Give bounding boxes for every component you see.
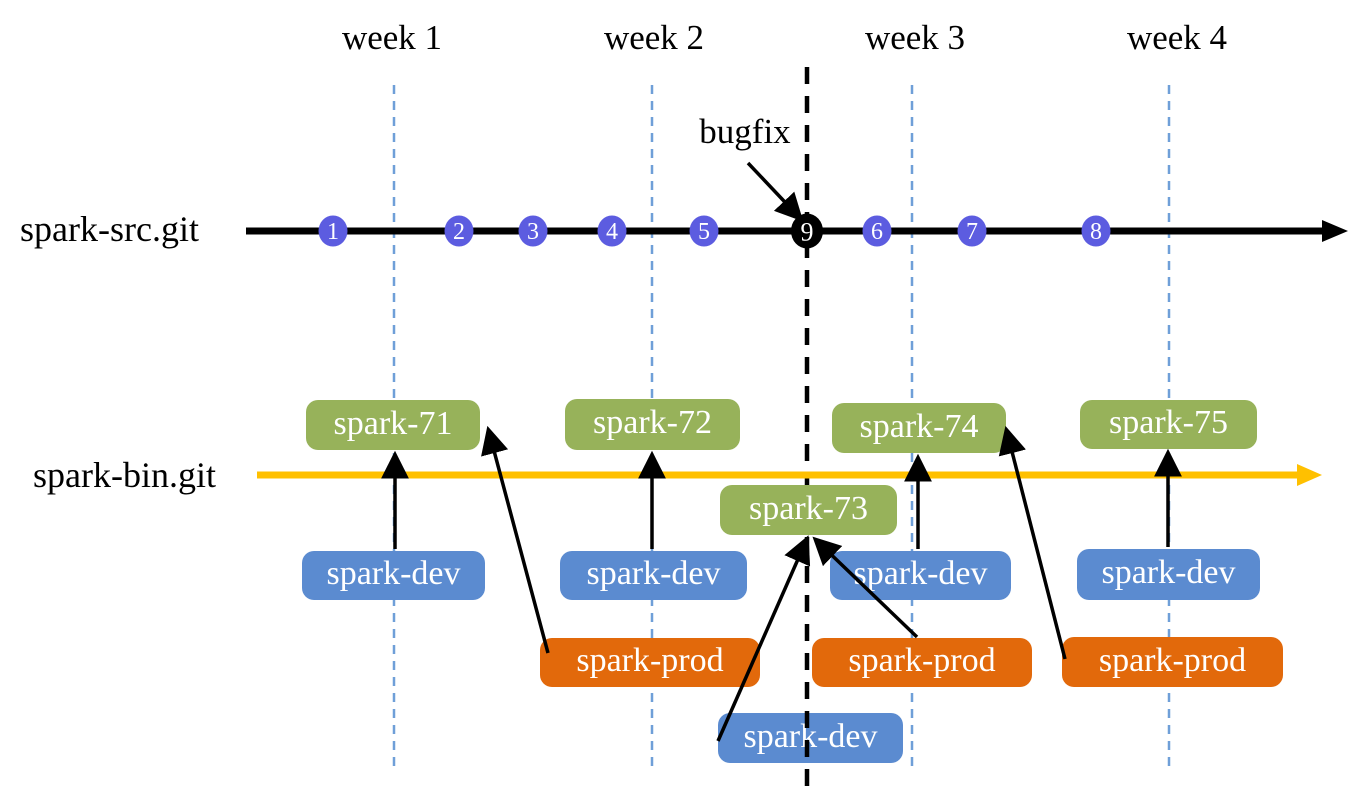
svg-text:9: 9 [801, 218, 814, 247]
dev-box-dev-week1: spark-dev [302, 551, 485, 600]
commit-node: 8 [1081, 215, 1111, 247]
commit-node: 2 [444, 215, 474, 247]
svg-text:7: 7 [966, 219, 978, 245]
dev-box-dev-week2: spark-dev [560, 551, 747, 600]
release-box-release-spark-74: spark-74 [832, 403, 1006, 453]
svg-text:5: 5 [698, 219, 710, 245]
week-label: week 1 [341, 18, 443, 57]
commit-node: 1 [318, 215, 348, 247]
bin-timeline-arrowhead [1297, 464, 1322, 486]
svg-text:6: 6 [871, 219, 883, 245]
bugfix-commit-node: 9 [791, 213, 823, 249]
release-box-release-spark-72: spark-72 [565, 399, 740, 450]
src-timeline-arrowhead [1322, 220, 1348, 242]
prod-box-prod-week4: spark-prod [1062, 637, 1283, 687]
commit-node: 5 [689, 215, 719, 247]
dev-box-dev-bugfix: spark-dev [718, 713, 903, 763]
spark-bin-repo-label: spark-bin.git [33, 455, 216, 495]
bugfix-callout-arrow [746, 161, 804, 222]
svg-text:2: 2 [453, 219, 465, 245]
dev-box-dev-week3: spark-dev [830, 551, 1011, 600]
svg-text:1: 1 [327, 219, 339, 245]
prod-box-prod-week1: spark-prod [540, 638, 760, 687]
svg-text:3: 3 [527, 219, 539, 245]
release-box-release-spark-75: spark-75 [1080, 400, 1257, 449]
svg-text:8: 8 [1090, 219, 1102, 245]
commit-node: 6 [862, 215, 892, 247]
prod-box-prod-week3: spark-prod [812, 638, 1032, 687]
week-label: week 2 [603, 18, 705, 57]
week-label: week 4 [1126, 18, 1228, 57]
week-label: week 3 [864, 18, 966, 57]
commit-node: 4 [597, 215, 627, 247]
commit-node: 7 [957, 215, 987, 247]
spark-src-repo-label: spark-src.git [20, 209, 199, 249]
release-box-release-spark-71: spark-71 [306, 400, 480, 450]
release-box-release-spark-73: spark-73 [720, 485, 897, 535]
dev-box-dev-week4: spark-dev [1077, 549, 1260, 600]
svg-text:4: 4 [606, 219, 618, 245]
commit-node: 3 [518, 215, 548, 247]
bugfix-annotation-label: bugfix [699, 112, 791, 151]
